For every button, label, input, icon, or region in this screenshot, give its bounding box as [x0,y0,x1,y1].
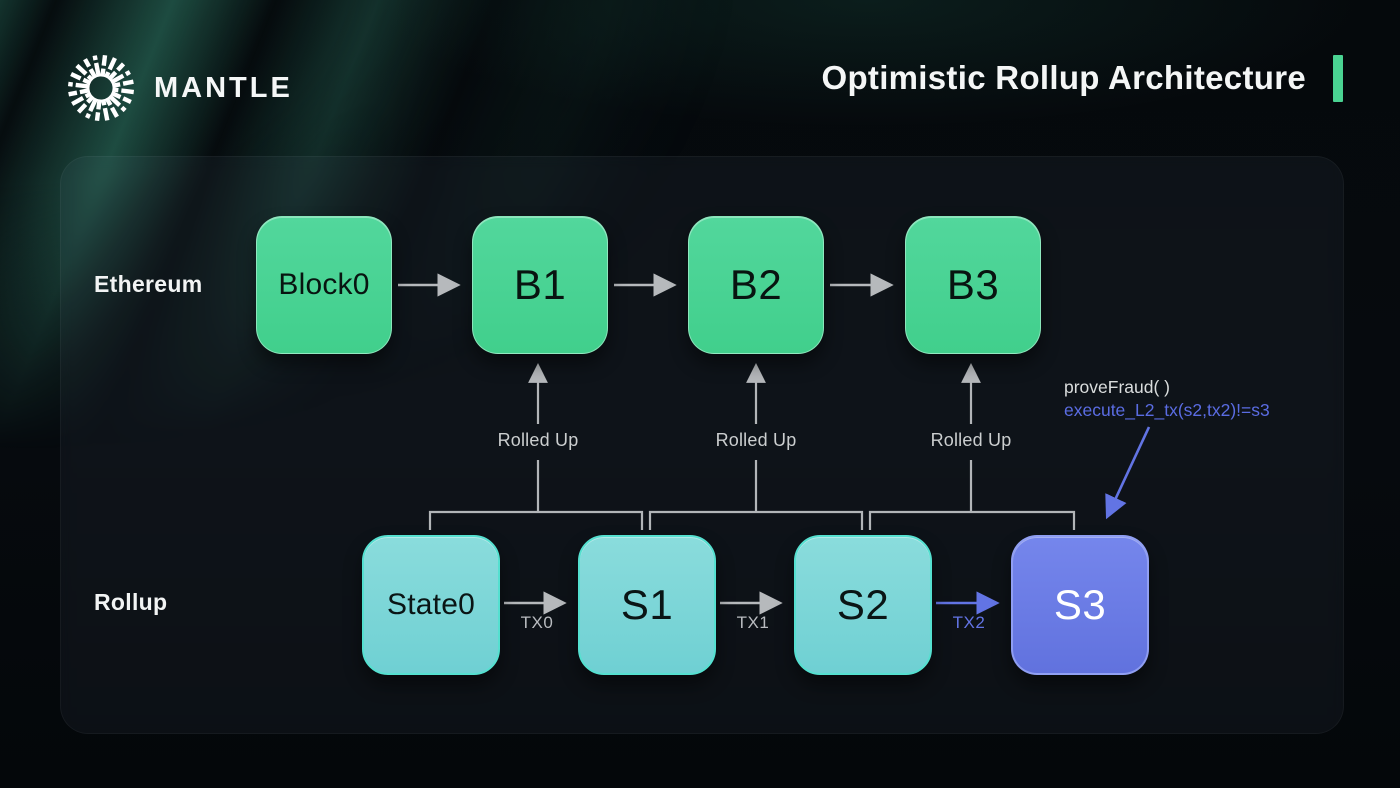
block-b2: B2 [688,216,824,354]
brand-name: MANTLE [154,72,293,104]
block-b3: B3 [905,216,1041,354]
block-s3: S3 [1011,535,1149,675]
block-label: B3 [946,261,1000,308]
block-label: S1 [620,581,674,628]
tx-label-tx2: TX2 [952,613,986,632]
block-label: S2 [836,581,890,628]
block-label: S3 [1053,581,1107,628]
block-label: Block0 [278,268,370,301]
block-s2: S2 [794,535,932,675]
tx-label-tx1: TX1 [736,613,770,632]
rolled-up-label: Rolled Up [930,430,1012,450]
block-block0: Block0 [256,216,392,354]
block-state0: State0 [362,535,500,675]
block-label: B2 [729,261,783,308]
rolled-up-label: Rolled Up [715,430,797,450]
row-label-ethereum: Ethereum [94,271,203,297]
block-label: State0 [387,588,475,621]
fraud-proof-line2: execute_L2_tx(s2,tx2)!=s3 [1064,400,1270,420]
fraud-proof-line1: proveFraud( ) [1064,377,1171,397]
tx-label-tx0: TX0 [520,613,554,632]
title-accent-bar [1333,55,1343,102]
block-label: B1 [513,261,567,308]
page-title: Optimistic Rollup Architecture [821,59,1306,96]
block-s1: S1 [578,535,716,675]
row-label-rollup: Rollup [94,589,168,615]
rolled-up-label: Rolled Up [497,430,579,450]
block-b1: B1 [472,216,608,354]
mantle-logo-icon [67,54,135,122]
